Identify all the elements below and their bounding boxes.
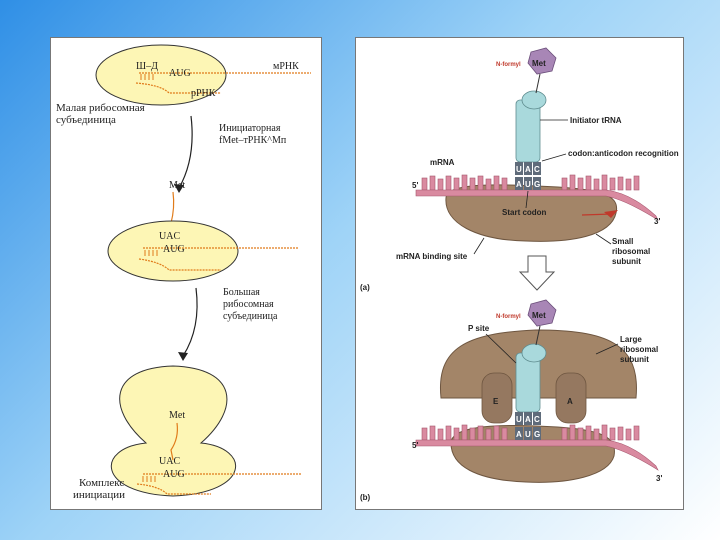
met-label-bottom: Met [169, 410, 185, 421]
met-link-a [535, 73, 541, 94]
leader-p-site [485, 333, 517, 364]
complementary-bases [140, 74, 154, 80]
mrna-backbone-a [415, 189, 659, 221]
large-subunit-label-3-en: subunit [620, 355, 649, 364]
small-subunit-label-1: Малая рибосомная [56, 102, 145, 114]
initiator-trna [515, 99, 541, 163]
large-subunit-label-1-en: Large [620, 335, 642, 344]
e-site [481, 372, 513, 424]
panel-a-tag: (a) [360, 283, 370, 292]
anticodon-boxes-b [515, 412, 541, 425]
aug-label-bottom: AUG [163, 469, 185, 480]
large-subunit-label-2-en: ribosomal [620, 345, 658, 354]
five-prime-b: 5' [412, 441, 418, 450]
arrowhead-2 [178, 352, 188, 361]
codon-b-3: G [534, 430, 540, 439]
binding-site-label: mRNA binding site [396, 252, 468, 261]
arrowhead-1 [174, 184, 184, 193]
mrna-label: мРНК [273, 61, 299, 72]
english-illustration-panel: A U G U A C Met N-formyl Initiator tRNA … [355, 37, 684, 510]
nformyl-label-b: N-formyl [496, 314, 521, 320]
three-prime-b: 3' [656, 474, 662, 483]
p-site-label: P site [468, 324, 490, 333]
three-prime-a: 3' [654, 217, 660, 226]
leader-large-subunit [595, 343, 619, 355]
codon-b-1: A [516, 430, 522, 439]
anticodon-a-1: U [516, 165, 522, 174]
anticodon-boxes-a [515, 162, 541, 175]
rrna-strand-bottom [136, 483, 211, 495]
start-codon-label: Start codon [502, 208, 547, 217]
ribosome-illustration: A U G U A C Met N-formyl Initiator tRNA … [360, 47, 679, 502]
small-subunit-label-1-en: Small [612, 237, 633, 246]
anticodon-a-3: C [534, 165, 540, 174]
e-site-label: E [493, 397, 499, 406]
rrna-strand [135, 82, 221, 94]
bases-bottom [142, 476, 156, 482]
five-prime-a: 5' [412, 181, 418, 190]
trna-stem-bottom [170, 422, 178, 461]
met-link-b [535, 325, 541, 346]
uac-label-bottom: UAC [159, 456, 180, 467]
uac-label-mid: UAC [159, 231, 180, 242]
codon-boxes-a [515, 177, 541, 190]
aug-label-top: AUG [169, 68, 191, 79]
leader-binding-site [473, 237, 485, 255]
recognition-label: codon:anticodon recognition [568, 149, 679, 158]
leader-recognition [541, 153, 567, 162]
small-subunit-ellipse [95, 44, 227, 106]
initiation-complex-shape [110, 365, 237, 497]
bases-mid [144, 250, 158, 256]
large-subunit-label-3: субъединица [223, 311, 278, 322]
small-subunit-label-2: субъединица [56, 114, 116, 126]
met-hexagon-b [527, 299, 557, 327]
rrna-label: рРНК [191, 88, 216, 99]
mrna-teeth-b [421, 424, 640, 441]
leader-start-codon [525, 190, 529, 209]
met-label-b: Met [532, 311, 546, 320]
direction-line [581, 213, 613, 216]
initiator-label-2: fMet–тРНК^Mп [219, 135, 287, 146]
mrna-label-a: mRNA [430, 158, 455, 167]
mrna-backbone-b [415, 439, 659, 471]
arrow-1 [178, 115, 193, 189]
large-subunit-label-1: Большая [223, 287, 260, 298]
a-site [555, 372, 587, 424]
down-arrow [518, 255, 556, 291]
nformyl-label-a: N-formyl [496, 62, 521, 68]
initiation-schematic: Ш–Д AUG мРНК рРНК Малая рибосомная субъе… [56, 44, 311, 501]
complex-label-1: Комплекс [79, 477, 124, 489]
anticodon-b-1: U [516, 415, 522, 424]
small-subunit-label-3-en: subunit [612, 257, 641, 266]
met-hexagon-a [527, 47, 557, 75]
codon-a-1: A [516, 180, 522, 189]
codon-boxes-b [515, 427, 541, 440]
large-subunit-label-2: рибосомная [223, 299, 274, 310]
trna-arm-b [521, 343, 547, 363]
anticodon-b-3: C [534, 415, 540, 424]
a-site-label: A [567, 397, 573, 406]
met-label-mid: Met [169, 180, 185, 191]
codon-a-3: G [534, 180, 540, 189]
mid-subunit-ellipse [107, 220, 239, 282]
initiator-label-1: Инициаторная [219, 123, 281, 134]
arrow-2 [182, 287, 198, 357]
leader-small-subunit [595, 233, 612, 245]
rrna-strand-mid [138, 258, 221, 271]
anticodon-b-2: A [525, 415, 531, 424]
initiator-trna-label: Initiator tRNA [570, 116, 622, 125]
small-subunit-label-2-en: ribosomal [612, 247, 650, 256]
met-label-a: Met [532, 59, 546, 68]
anticodon-a-2: A [525, 165, 531, 174]
aug-label-mid: AUG [163, 244, 185, 255]
codon-a-2: U [525, 180, 531, 189]
complex-label-2: инициации [73, 489, 125, 501]
codon-b-2: U [525, 430, 531, 439]
russian-schematic-panel: Ш–Д AUG мРНК рРНК Малая рибосомная субъе… [50, 37, 322, 510]
ud-label: Ш–Д [136, 61, 158, 72]
trna-arm [521, 90, 547, 110]
panel-b-tag: (b) [360, 493, 371, 502]
